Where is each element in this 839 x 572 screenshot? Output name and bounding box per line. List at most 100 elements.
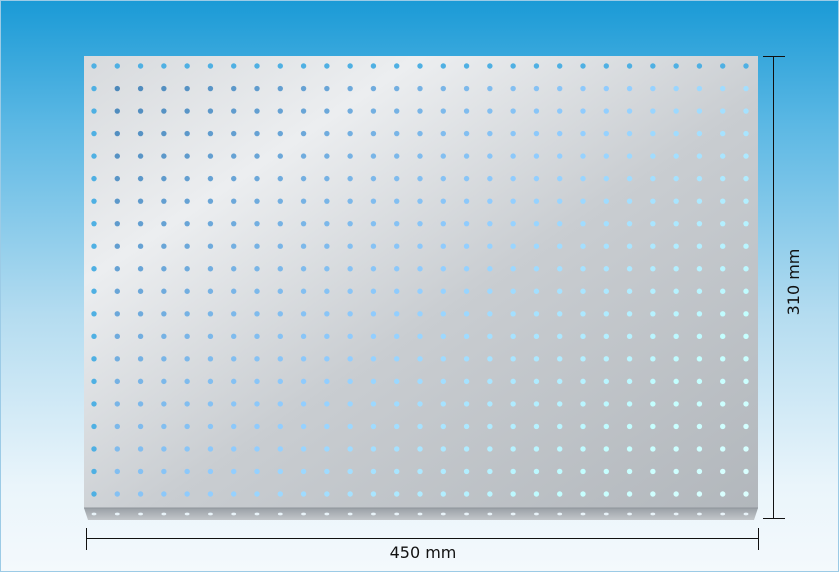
panel-hole [743, 423, 749, 430]
panel-hole [580, 85, 586, 92]
panel-hole [603, 311, 609, 317]
panel-hole [394, 356, 400, 362]
panel-hole [161, 356, 167, 362]
panel-hole [254, 491, 260, 497]
panel-hole [603, 198, 609, 204]
panel-hole [673, 378, 679, 385]
panel-hole [114, 356, 120, 362]
panel-hole [650, 63, 656, 69]
panel-sheet [84, 56, 758, 508]
panel-hole [673, 333, 679, 340]
panel-hole [463, 108, 470, 114]
panel-hole [696, 356, 703, 362]
panel-hole [463, 220, 470, 227]
panel-hole [720, 423, 726, 430]
panel-hole [626, 266, 633, 272]
panel-hole [300, 311, 307, 317]
height-dimension-top-tick [763, 56, 785, 57]
panel-hole [277, 198, 283, 204]
panel-hole [370, 130, 377, 137]
panel-hole [394, 288, 400, 294]
panel-hole [231, 423, 237, 430]
panel-hole [696, 108, 703, 114]
panel-hole [347, 333, 353, 340]
panel-hole [184, 175, 190, 182]
panel-hole [673, 266, 679, 272]
panel-hole [137, 85, 144, 92]
panel-hole [277, 468, 283, 475]
panel-hole [370, 85, 377, 92]
panel-hole [533, 63, 540, 69]
panel-hole [487, 423, 493, 430]
panel-hole [673, 446, 679, 452]
panel-hole [300, 288, 307, 294]
panel-hole [650, 130, 656, 137]
panel-hole [347, 220, 353, 227]
panel-hole [324, 220, 330, 227]
panel-hole [557, 63, 563, 69]
panel-hole [324, 356, 330, 362]
lip-hole [347, 512, 353, 516]
panel-hole [277, 108, 283, 114]
panel-hole [557, 130, 563, 137]
panel-hole [603, 266, 609, 272]
panel-hole [370, 423, 377, 430]
panel-hole [487, 378, 493, 385]
panel-hole [207, 333, 214, 340]
panel-hole [440, 401, 446, 407]
panel-hole [557, 243, 563, 249]
panel-hole [626, 446, 633, 452]
panel-hole [417, 378, 423, 385]
panel-hole [231, 130, 237, 137]
panel-hole [324, 108, 330, 114]
panel-hole [743, 243, 749, 249]
panel-hole [324, 63, 330, 69]
panel-hole [743, 266, 749, 272]
panel-hole [417, 446, 423, 452]
panel-hole [440, 130, 446, 137]
panel-hole [137, 423, 144, 430]
panel-hole [417, 311, 423, 317]
lip-hole [510, 512, 516, 516]
panel-hole [347, 491, 353, 497]
panel-hole [580, 311, 586, 317]
panel-hole [277, 491, 283, 497]
panel-hole [184, 130, 190, 137]
panel-hole [510, 378, 516, 385]
panel-hole [440, 153, 446, 159]
panel-hole [720, 266, 726, 272]
panel-hole [161, 243, 167, 249]
panel-hole [207, 198, 214, 204]
lip-hole [394, 512, 400, 516]
panel-hole [114, 266, 120, 272]
panel-hole [231, 468, 237, 475]
panel-hole [324, 311, 330, 317]
panel-hole [720, 175, 726, 182]
panel-hole [603, 491, 609, 497]
panel-hole [463, 491, 470, 497]
panel-hole [91, 333, 97, 340]
panel-hole [184, 288, 190, 294]
panel-hole [650, 311, 656, 317]
panel-hole [347, 130, 353, 137]
panel-hole [533, 378, 540, 385]
panel-hole [720, 378, 726, 385]
panel-hole [673, 243, 679, 249]
panel-hole [673, 401, 679, 407]
panel-hole [324, 243, 330, 249]
panel-hole [417, 108, 423, 114]
panel-hole [207, 311, 214, 317]
panel-hole [440, 356, 446, 362]
panel-hole [207, 243, 214, 249]
panel-hole [277, 153, 283, 159]
lip-hole [114, 512, 120, 516]
width-dimension-right-tick [758, 528, 759, 550]
panel-hole [510, 266, 516, 272]
panel-hole [557, 468, 563, 475]
lip-hole [673, 512, 679, 516]
panel-hole [463, 333, 470, 340]
panel-hole [603, 85, 609, 92]
panel-hole [161, 333, 167, 340]
lip-hole [301, 512, 306, 516]
panel-hole [184, 491, 190, 497]
